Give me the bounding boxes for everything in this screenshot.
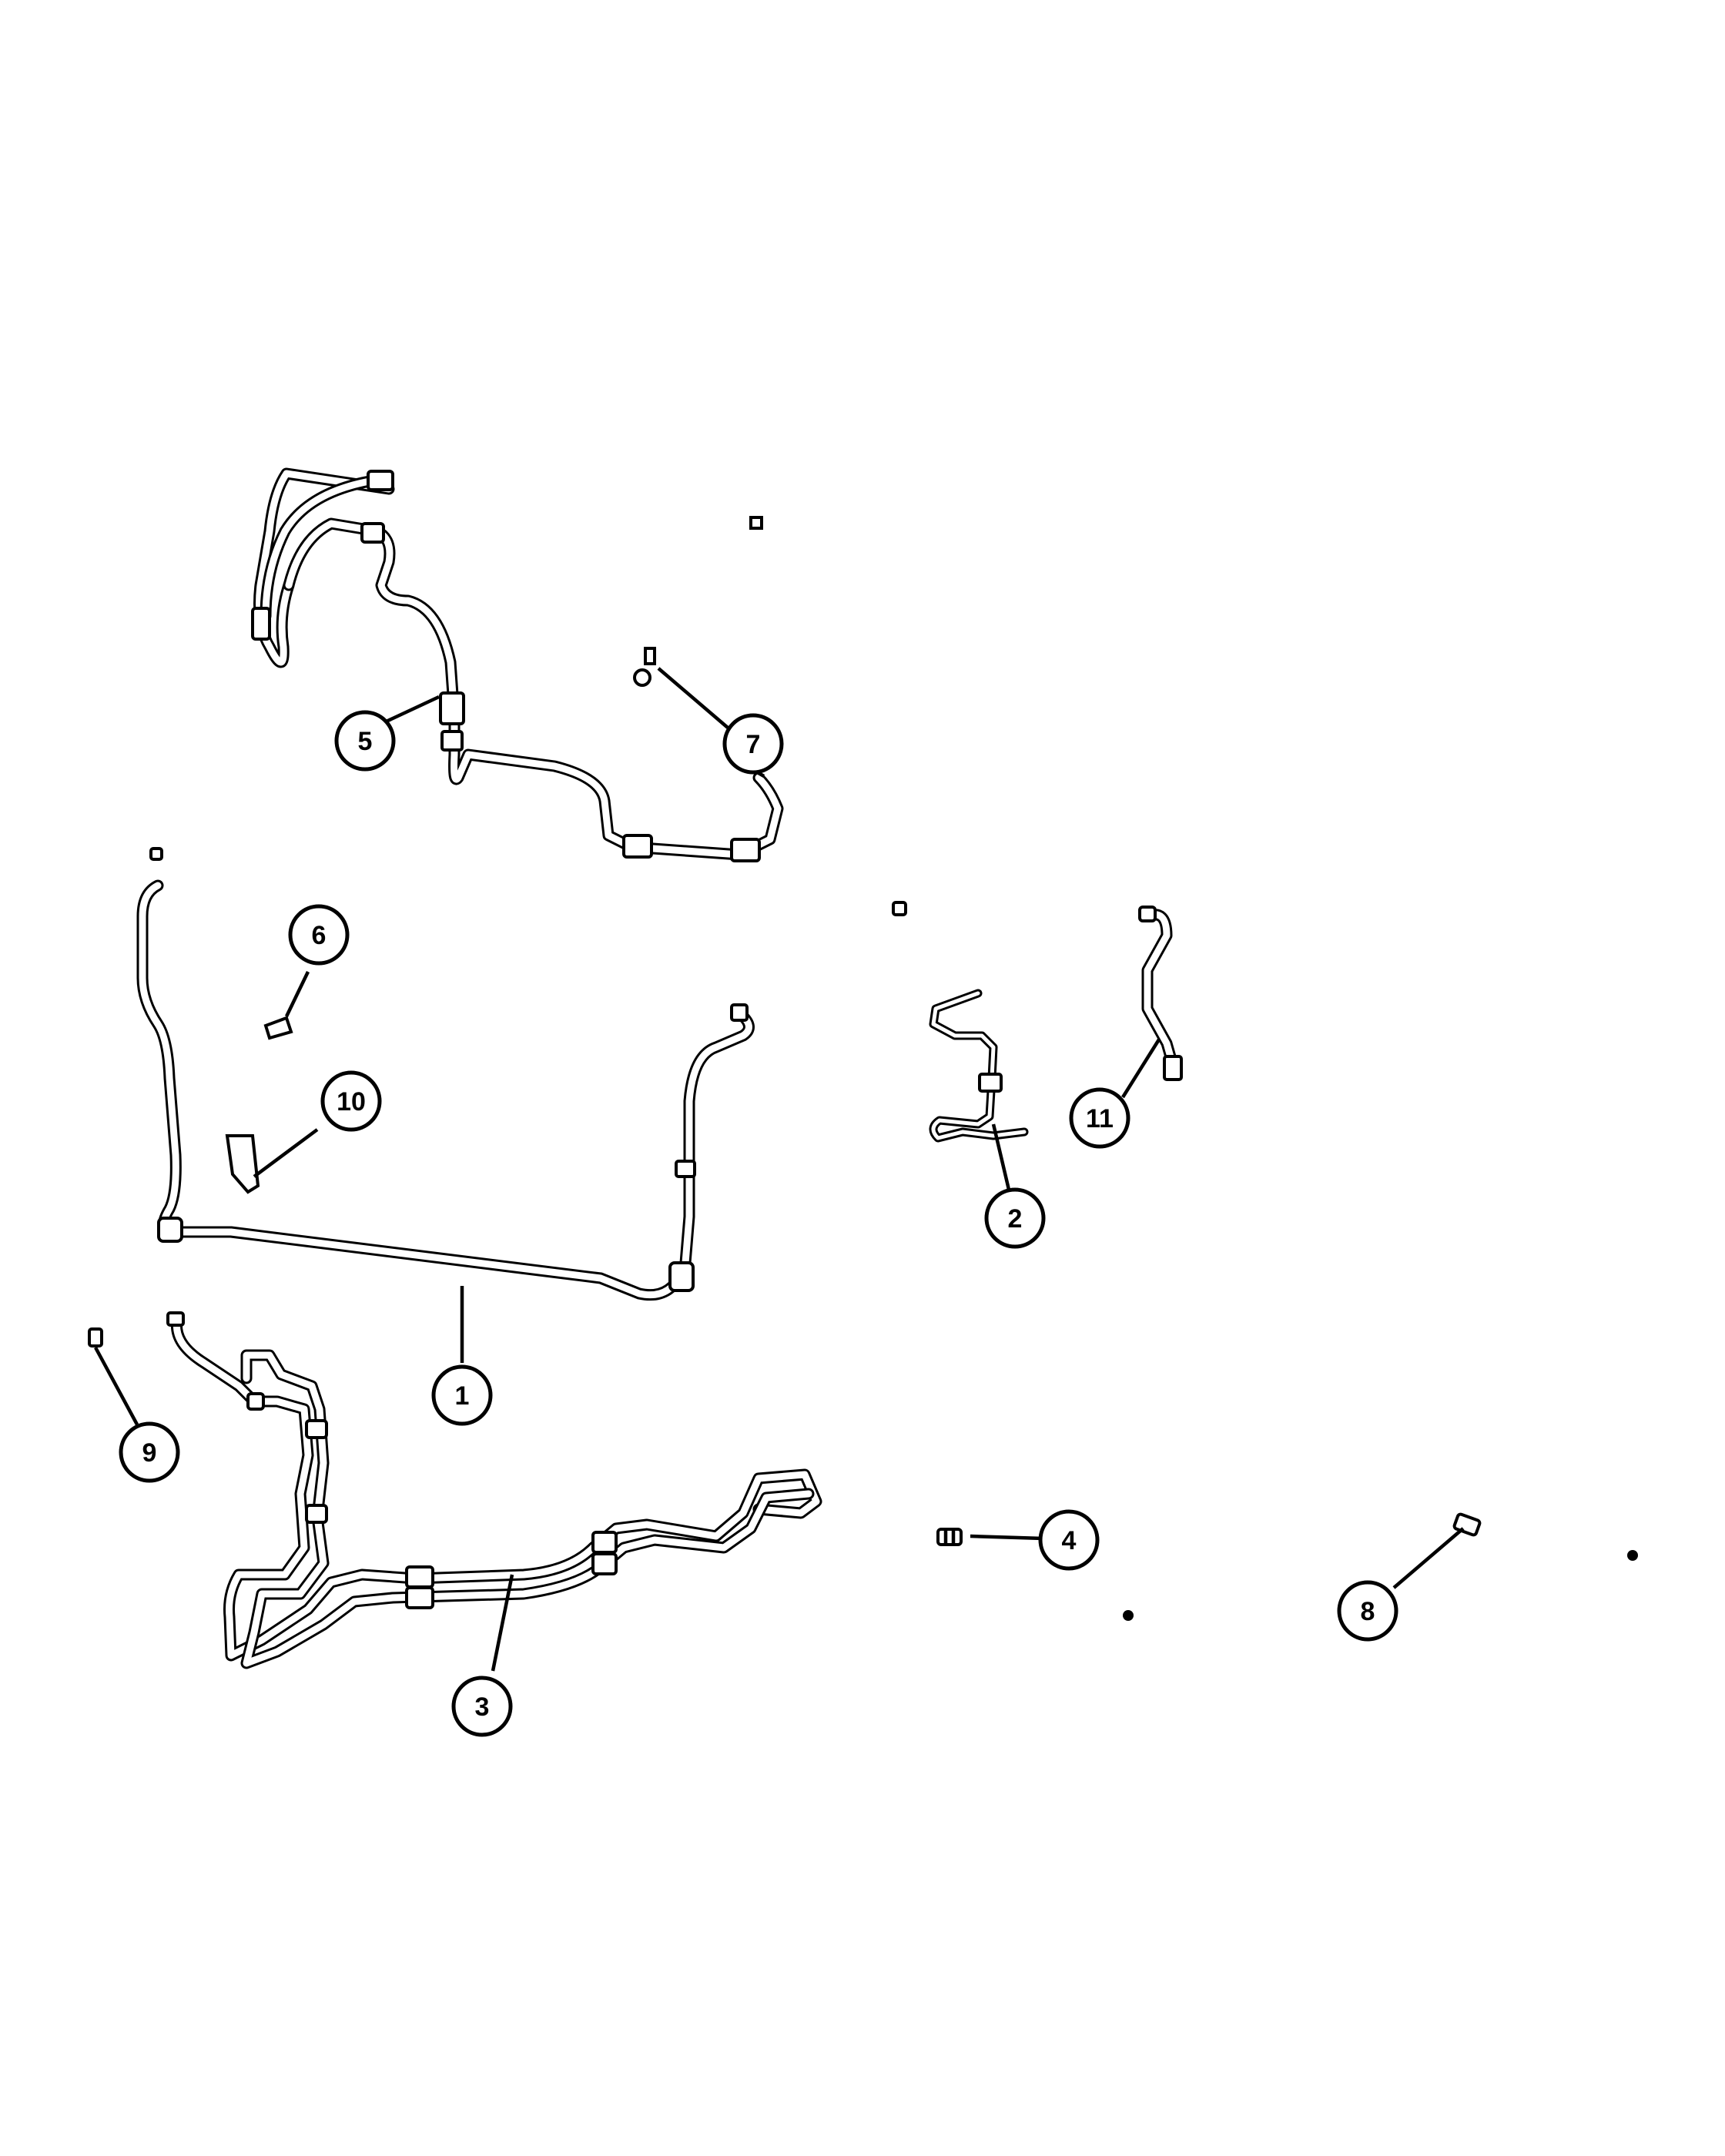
part-9-fitting[interactable] [88, 1327, 103, 1348]
svg-text:7: 7 [746, 730, 761, 759]
loose-dot-1 [1123, 1610, 1134, 1621]
part-3-cooler-lines[interactable] [166, 1311, 822, 1669]
part-7-clip[interactable] [633, 516, 763, 687]
part-2-tube[interactable] [892, 901, 1029, 1143]
svg-text:2: 2 [1008, 1204, 1023, 1234]
callout-4: 4 [1038, 1509, 1100, 1571]
part-6-clip[interactable] [263, 1016, 293, 1040]
svg-text:10: 10 [337, 1087, 366, 1116]
callout-3: 3 [451, 1676, 513, 1737]
part-11-hose[interactable] [1138, 906, 1183, 1081]
svg-text:4: 4 [1062, 1526, 1077, 1555]
svg-text:6: 6 [312, 921, 327, 950]
svg-text:11: 11 [1086, 1104, 1114, 1133]
svg-text:3: 3 [475, 1692, 490, 1722]
callout-5: 5 [334, 710, 396, 772]
callout-11: 11 [1069, 1087, 1130, 1149]
svg-text:5: 5 [358, 727, 373, 756]
loose-dot-2 [1627, 1550, 1638, 1561]
part-4-fitting[interactable] [936, 1528, 963, 1546]
callout-9: 9 [119, 1421, 180, 1483]
part-10-bracket[interactable] [225, 1134, 260, 1194]
part-5-pressure-hose[interactable] [251, 467, 784, 862]
part-1-return-line[interactable] [136, 847, 755, 1301]
svg-text:1: 1 [455, 1381, 470, 1411]
callout-6: 6 [288, 904, 350, 966]
callout-10: 10 [320, 1070, 382, 1132]
callout-2: 2 [984, 1187, 1046, 1249]
callout-7: 7 [722, 713, 784, 775]
svg-text:9: 9 [142, 1438, 157, 1468]
svg-text:8: 8 [1361, 1597, 1375, 1626]
callout-1: 1 [431, 1364, 493, 1426]
callout-8: 8 [1337, 1580, 1398, 1642]
